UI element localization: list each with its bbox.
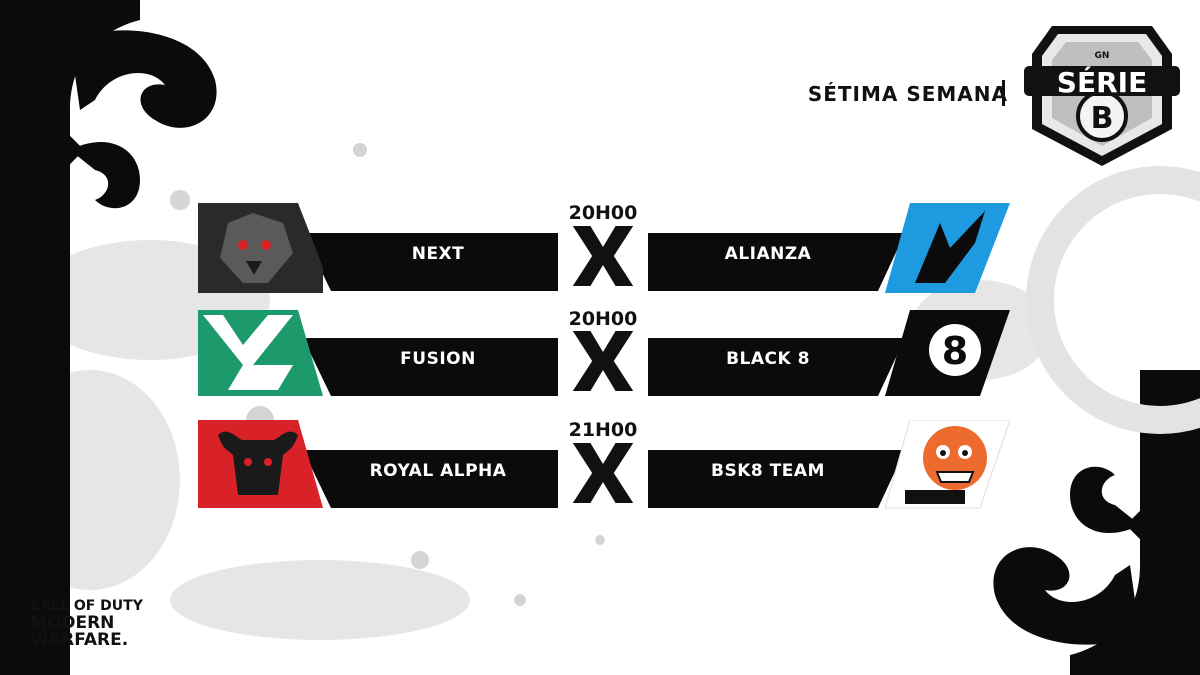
versus-x-icon [569, 224, 637, 288]
fusion-logo-icon [198, 310, 323, 396]
away-team-name: BLACK 8 [726, 349, 810, 369]
wolf-logo-icon [198, 203, 323, 293]
game-logo-line3: WARFARE. [30, 630, 129, 650]
svg-text:8: 8 [942, 329, 968, 373]
match-row: 20H00 FUSION BLACK 8 8 [198, 308, 1010, 400]
mascot-logo-icon [885, 420, 1010, 509]
match-time: 20H00 [568, 308, 638, 330]
match-time: 20H00 [568, 202, 638, 224]
away-team-name: ALIANZA [724, 244, 812, 264]
alianza-logo-icon [885, 203, 1010, 293]
match-time: 21H00 [568, 419, 638, 441]
game-logo-line2: MODERN [30, 613, 115, 633]
away-team-name: BSK8 TEAM [711, 461, 825, 481]
serie-b-badge-icon: SÉRIE B GN [1024, 26, 1180, 166]
week-title: SÉTIMA SEMANA [807, 82, 1008, 106]
home-team-name: NEXT [411, 244, 465, 264]
versus-x-icon [569, 441, 637, 505]
home-team-name: FUSION [400, 349, 476, 369]
game-logo: CALL OF DUTY MODERN WARFARE. [30, 598, 143, 649]
match-row: 20H00 NEXT ALIANZA [198, 202, 1010, 293]
badge-tag-text: GN [1095, 51, 1110, 61]
eight-ball-logo-icon: 8 [885, 310, 1010, 396]
game-logo-line1: CALL OF DUTY [30, 598, 143, 614]
bull-logo-icon [198, 420, 323, 508]
versus-x-icon [569, 329, 637, 393]
home-team-name: ROYAL ALPHA [369, 461, 507, 481]
badge-letter-text: B [1091, 101, 1114, 136]
title-divider [1002, 80, 1005, 106]
match-row: 21H00 ROYAL ALPHA BSK8 TEAM [198, 419, 1010, 510]
badge-series-text: SÉRIE [1057, 65, 1147, 99]
